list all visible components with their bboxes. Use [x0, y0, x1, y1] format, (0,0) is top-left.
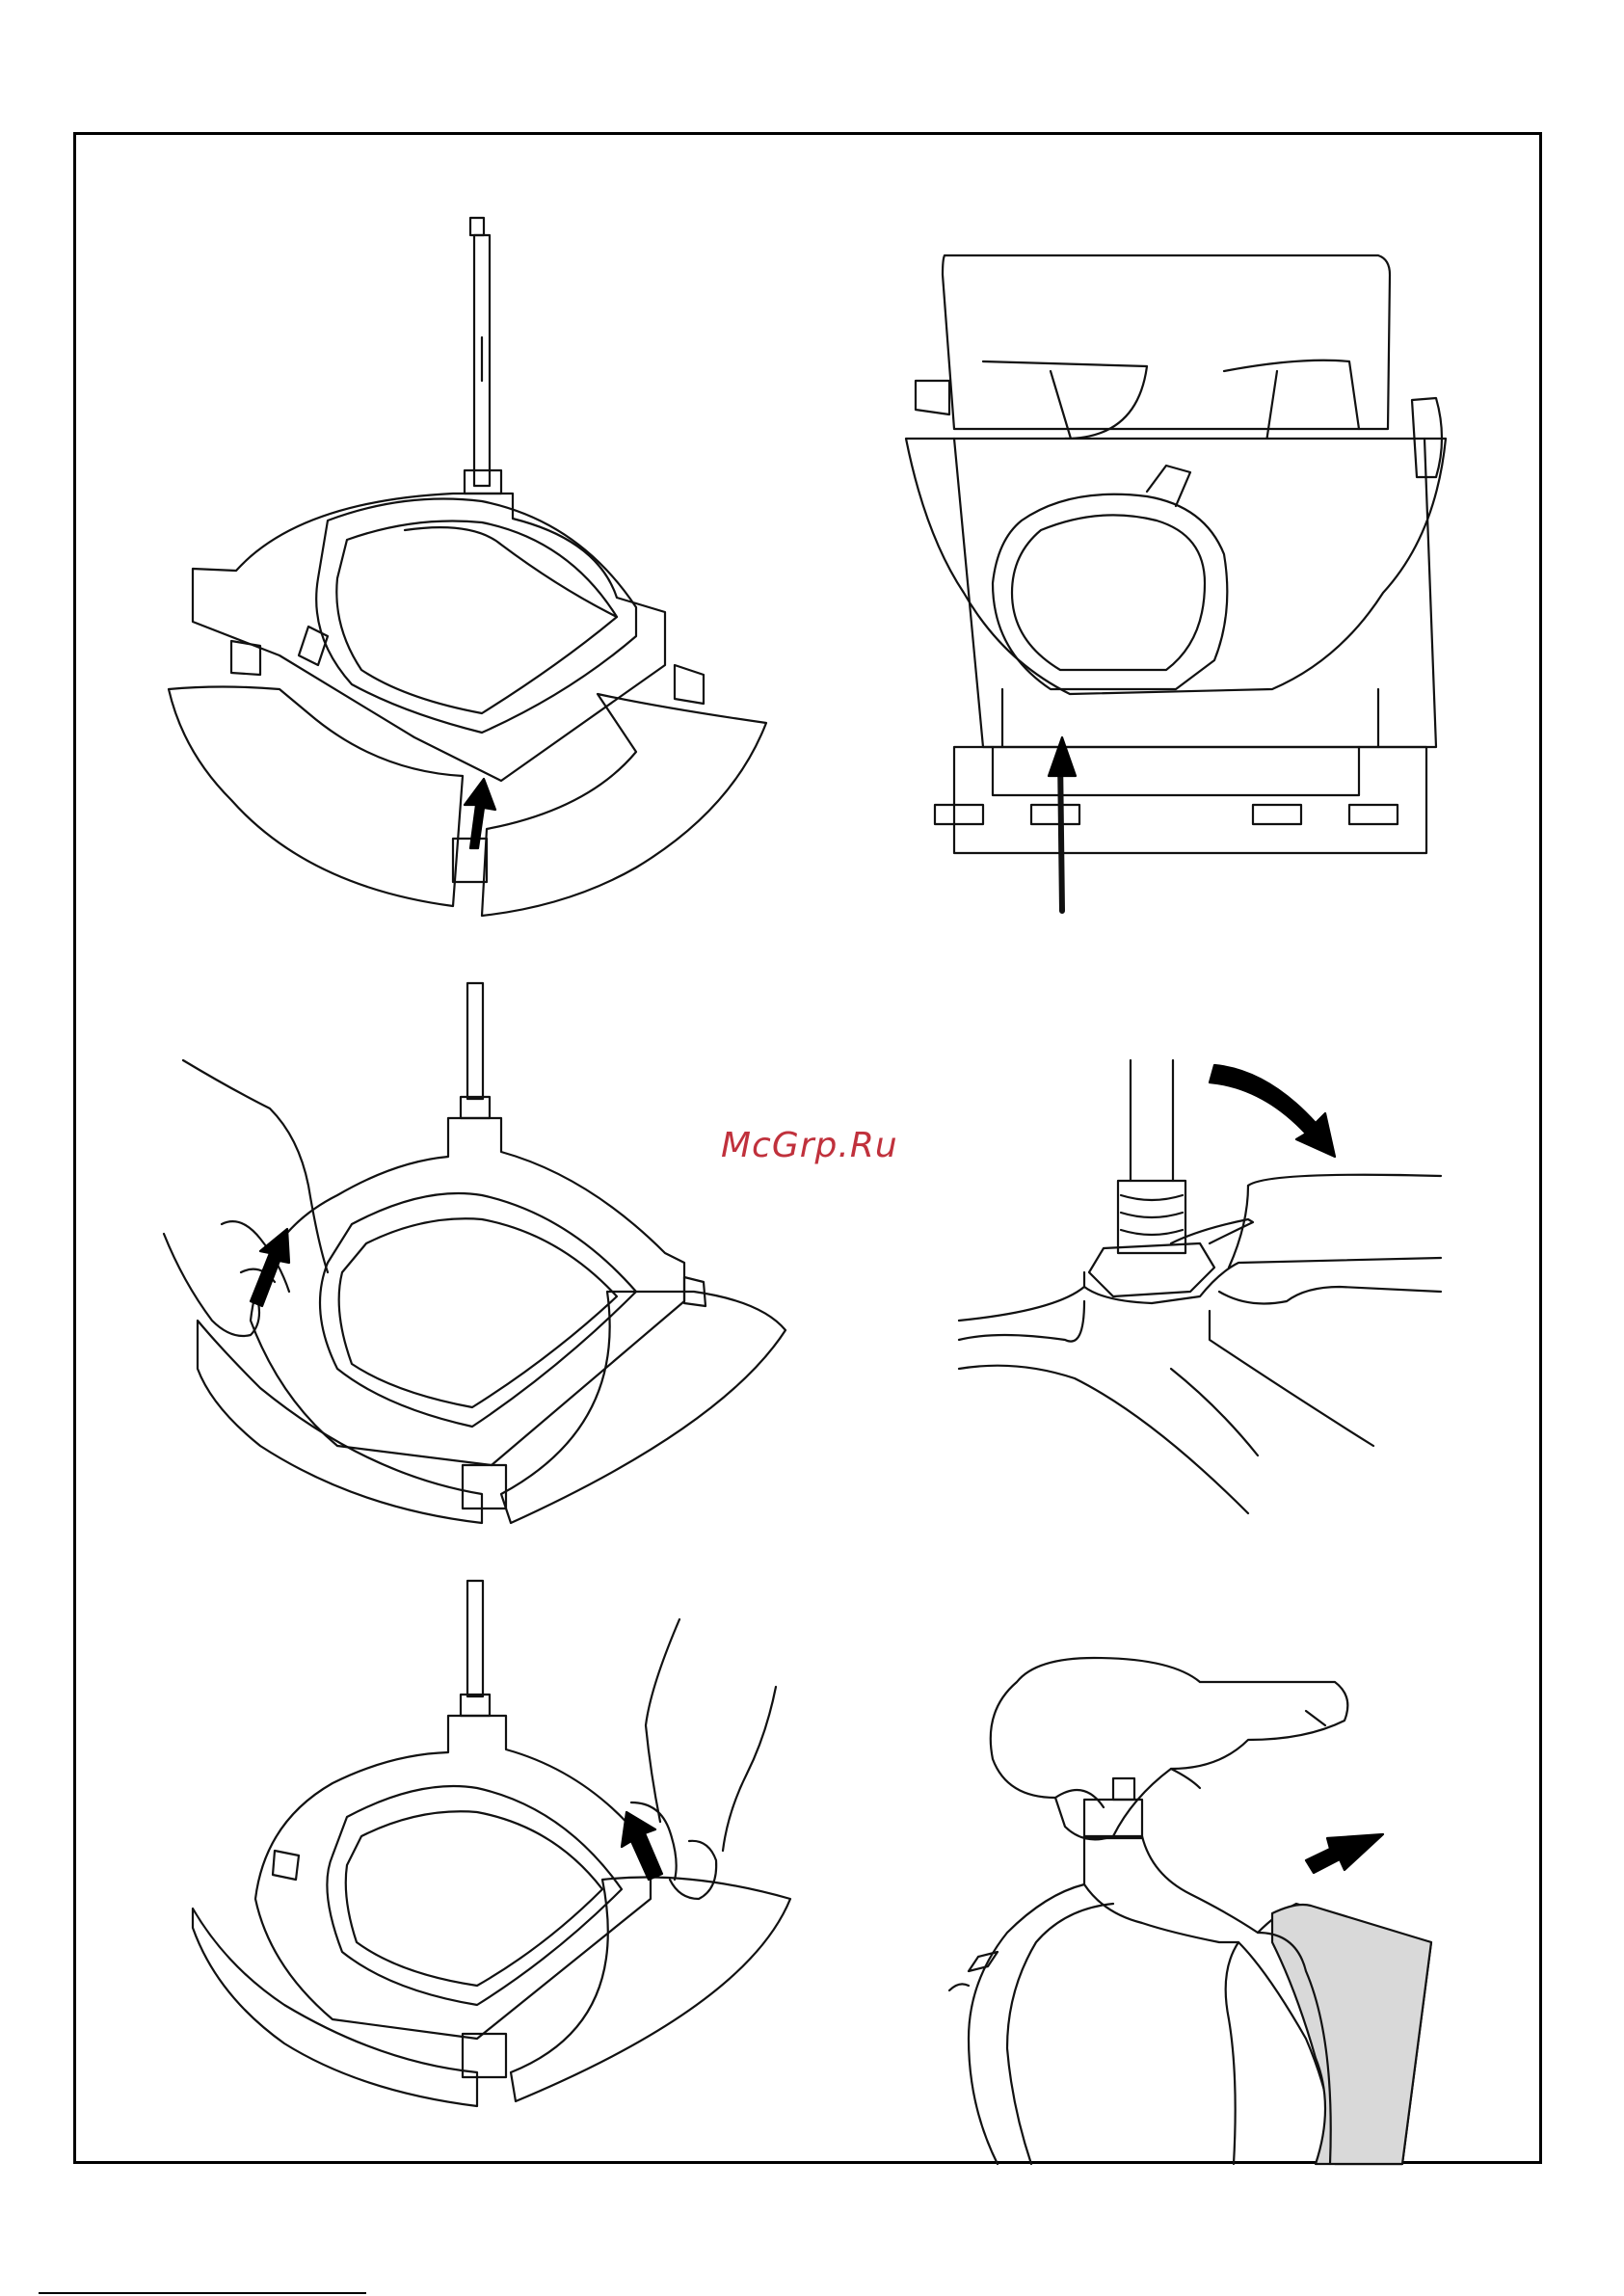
- beater-scraper-fitting-icon: [164, 212, 781, 925]
- footer-rule: [39, 2292, 366, 2294]
- watermark-text: McGrp.Ru: [721, 1126, 898, 1165]
- spanner-adjust-nut-icon: [959, 1051, 1460, 1513]
- mixer-bowl-clearance-icon: [896, 246, 1455, 911]
- scraper-blade-removal-icon: [949, 1653, 1451, 2164]
- scraper-clip-right-icon: [188, 1581, 805, 2121]
- scraper-clip-left-icon: [145, 983, 800, 1533]
